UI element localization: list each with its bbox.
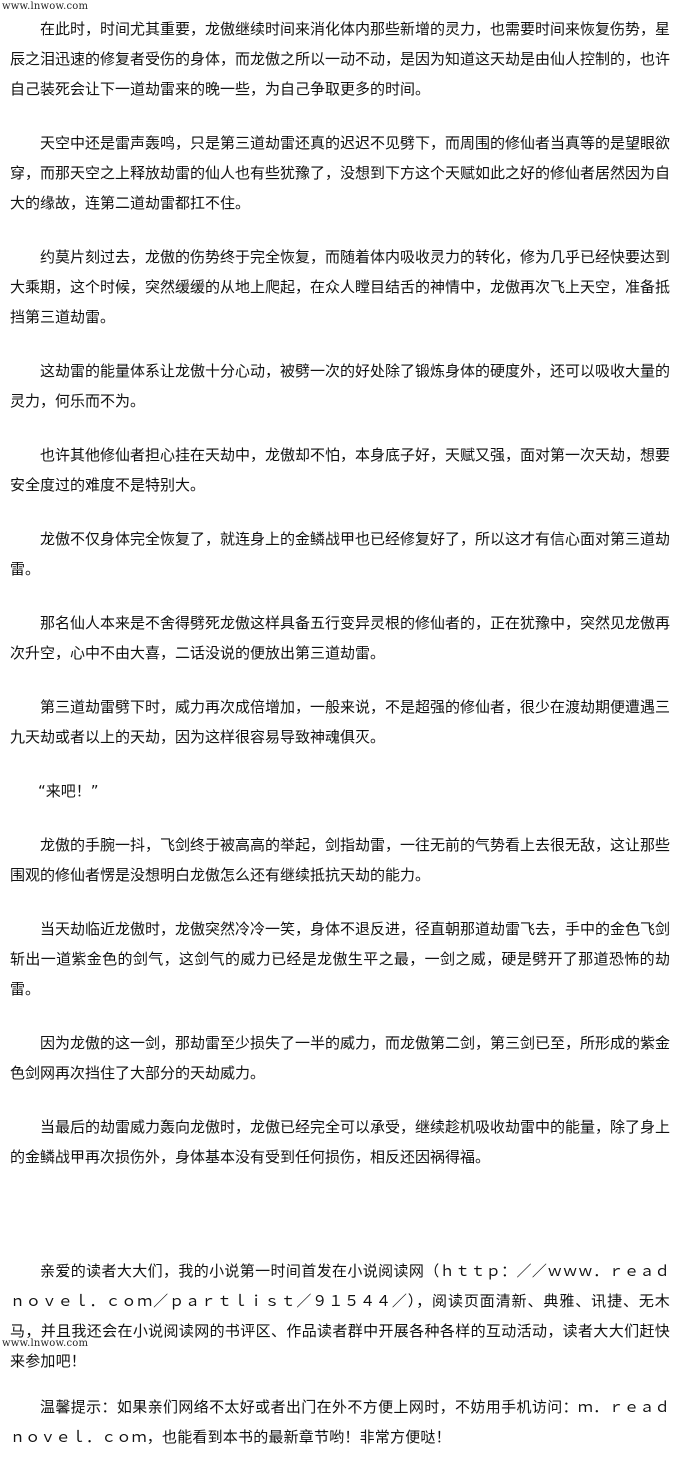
author-notice: 亲爱的读者大大们，我的小说第一时间首发在小说阅读网（ｈｔｔｐ：／／ｗｗｗ．ｒｅａ…: [10, 1262, 670, 1370]
paragraph: 也许其他修仙者担心挂在天劫中，龙傲却不怕，本身底子好，天赋又强，面对第一次天劫，…: [10, 446, 671, 494]
paragraph: 在此时，时间尤其重要，龙傲继续时间来消化体内那些新增的灵力，也需要时间来恢复伤势…: [10, 20, 671, 98]
paragraph: 当天劫临近龙傲时，龙傲突然冷冷一笑，身体不退反进，径直朝那道劫雷飞去，手中的金色…: [10, 920, 671, 998]
paragraph: 天空中还是雷声轰鸣，只是第三道劫雷还真的迟迟不见劈下，而周围的修仙者当真等的是望…: [10, 134, 671, 212]
paragraph: 因为龙傲的这一剑，那劫雷至少损失了一半的威力，而龙傲第二剑，第三剑已至，所形成的…: [10, 1034, 671, 1082]
paragraph: 当最后的劫雷威力轰向龙傲时，龙傲已经完全可以承受，继续趁机吸收劫雷中的能量，除了…: [10, 1118, 671, 1166]
paragraph: 龙傲的手腕一抖，飞剑终于被高高的举起，剑指劫雷，一往无前的气势看上去很无敌，这让…: [10, 836, 671, 884]
site-watermark-bottom: www.lnwow.com: [2, 1338, 89, 1349]
paragraph: 约莫片刻过去，龙傲的伤势终于完全恢复，而随着体内吸收灵力的转化，修为几乎已经快要…: [10, 248, 671, 326]
mobile-tip: 温馨提示：如果亲们网络不太好或者出门在外不方便上网时，不妨用手机访问：ｍ．ｒｅａ…: [10, 1398, 670, 1446]
section-spacer: [10, 1196, 670, 1256]
site-watermark-top: www.lnwow.com: [2, 1, 89, 12]
paragraph: 第三道劫雷劈下时，威力再次成倍增加，一般来说，不是超强的修仙者，很少在渡劫期便遭…: [10, 698, 671, 746]
paragraph: 这劫雷的能量体系让龙傲十分心动，被劈一次的好处除了锻炼身体的硬度外，还可以吸收大…: [10, 362, 671, 410]
dialogue-line: “来吧！”: [38, 782, 99, 800]
paragraph: 那名仙人本来是不舍得劈死龙傲这样具备五行变异灵根的修仙者的，正在犹豫中，突然见龙…: [10, 614, 671, 662]
chapter-body: 在此时，时间尤其重要，龙傲继续时间来消化体内那些新增的灵力，也需要时间来恢复伤势…: [10, 14, 670, 1468]
paragraph: 龙傲不仅身体完全恢复了，就连身上的金鳞战甲也已经修复好了，所以这才有信心面对第三…: [10, 530, 671, 578]
